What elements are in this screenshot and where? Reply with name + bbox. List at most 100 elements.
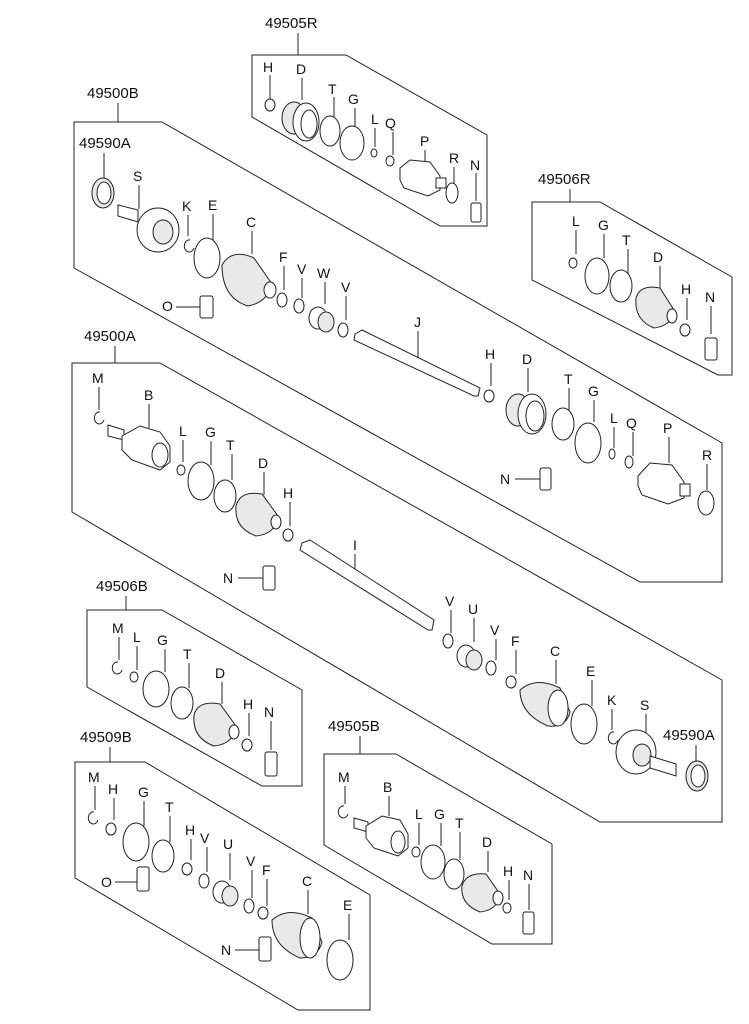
part-label-L[interactable]: L <box>371 111 379 127</box>
part-label-V6[interactable]: V <box>200 830 210 846</box>
outer-joint-S4[interactable] <box>615 729 677 777</box>
part-label-C[interactable]: C <box>246 214 256 230</box>
band-V2[interactable] <box>337 322 349 338</box>
band-T4[interactable] <box>213 479 237 513</box>
grease-N[interactable] <box>470 202 482 223</box>
part-label-K[interactable]: K <box>182 198 192 214</box>
band-V[interactable] <box>293 298 305 314</box>
part-label-D2[interactable]: D <box>522 351 532 367</box>
part-label-J[interactable]: J <box>414 314 421 330</box>
boot-C4[interactable] <box>519 682 571 727</box>
outer-joint-S[interactable] <box>117 204 180 253</box>
band-H4[interactable] <box>282 528 294 542</box>
part-label-E6[interactable]: E <box>343 897 352 913</box>
boot-D[interactable] <box>281 101 320 142</box>
part-label-M6[interactable]: M <box>88 769 100 785</box>
circlip-L[interactable] <box>370 148 378 158</box>
grease-N3[interactable] <box>704 337 718 361</box>
part-label-E[interactable]: E <box>208 197 217 213</box>
part-label-T3[interactable]: T <box>622 232 631 248</box>
grease-O6[interactable] <box>136 866 150 892</box>
part-label-H[interactable]: H <box>263 59 273 75</box>
part-label-D4[interactable]: D <box>258 455 268 471</box>
grease-N4[interactable] <box>262 565 276 591</box>
band-T5[interactable] <box>170 686 194 720</box>
part-label-L3[interactable]: L <box>572 213 580 229</box>
group-label-49505B[interactable]: 49505B <box>328 718 380 735</box>
group-label-49500A[interactable]: 49500A <box>84 328 136 345</box>
grease-N2[interactable] <box>539 467 552 491</box>
part-label-M5[interactable]: M <box>112 620 124 636</box>
part-label-O6[interactable]: O <box>101 874 112 890</box>
band-V4[interactable] <box>442 633 454 649</box>
band-H2[interactable] <box>483 389 495 403</box>
part-label-V4[interactable]: V <box>445 593 455 609</box>
circlip-M6[interactable] <box>87 811 99 825</box>
grease-O[interactable] <box>199 295 214 319</box>
part-label-H6[interactable]: H <box>108 781 118 797</box>
band-G4[interactable] <box>187 461 215 501</box>
part-label-T2[interactable]: T <box>564 371 573 387</box>
part-label-D[interactable]: D <box>296 61 306 77</box>
circlip-Q2[interactable] <box>624 455 634 469</box>
shaft-J[interactable] <box>353 329 481 397</box>
part-label-N[interactable]: N <box>470 157 480 173</box>
part-label-H2[interactable]: H <box>485 346 495 362</box>
inner-joint-P[interactable] <box>399 159 447 197</box>
inner-joint-B[interactable] <box>107 424 171 471</box>
band-G6[interactable] <box>122 822 150 862</box>
band-T3[interactable] <box>609 269 633 303</box>
part-label-V2[interactable]: V <box>341 279 351 295</box>
part-label-I[interactable]: I <box>353 537 357 553</box>
boot-D4[interactable] <box>235 492 282 537</box>
part-label-F4[interactable]: F <box>511 633 520 649</box>
part-label-G7[interactable]: G <box>434 806 445 822</box>
circlip-K[interactable] <box>183 239 195 253</box>
part-label-W[interactable]: W <box>317 265 331 281</box>
part-label-C4[interactable]: C <box>550 643 560 659</box>
part-label-N6[interactable]: N <box>221 942 231 958</box>
seal-R[interactable] <box>445 182 459 204</box>
part-label-L5[interactable]: L <box>133 629 141 645</box>
circlip-K4[interactable] <box>607 731 619 745</box>
grease-N5[interactable] <box>264 751 278 777</box>
band-H5[interactable] <box>241 738 253 752</box>
part-label-N3[interactable]: N <box>705 289 715 305</box>
part-label-U[interactable]: U <box>468 601 478 617</box>
band-T[interactable] <box>319 115 341 147</box>
group-label-49590A-a[interactable]: 49590A <box>663 727 715 744</box>
part-label-T5[interactable]: T <box>183 646 192 662</box>
part-label-H8[interactable]: H <box>503 863 513 879</box>
band-E4[interactable] <box>570 703 598 745</box>
part-label-R[interactable]: R <box>449 150 459 166</box>
circlip-Q[interactable] <box>385 155 395 167</box>
part-label-H5[interactable]: H <box>243 696 253 712</box>
group-label-49505R[interactable]: 49505R <box>265 15 318 32</box>
part-label-U6[interactable]: U <box>223 836 233 852</box>
boot-C[interactable] <box>221 253 277 307</box>
part-label-O[interactable]: O <box>162 298 173 314</box>
part-label-P2[interactable]: P <box>663 420 672 436</box>
part-label-M7[interactable]: M <box>338 769 350 785</box>
damper-U[interactable] <box>456 644 483 671</box>
part-label-G5[interactable]: G <box>157 632 168 648</box>
part-label-V7[interactable]: V <box>246 853 256 869</box>
part-label-V[interactable]: V <box>297 261 307 277</box>
part-label-N4[interactable]: N <box>223 570 233 586</box>
part-label-G6[interactable]: G <box>138 784 149 800</box>
band-H8[interactable] <box>502 902 512 914</box>
part-label-N5[interactable]: N <box>264 704 274 720</box>
band-T2[interactable] <box>551 407 575 441</box>
part-label-G3[interactable]: G <box>598 217 609 233</box>
part-label-M[interactable]: M <box>92 370 104 386</box>
inner-joint-P2[interactable] <box>637 462 691 505</box>
part-label-G[interactable]: G <box>348 91 359 107</box>
part-label-L7[interactable]: L <box>415 806 423 822</box>
part-label-R2[interactable]: R <box>702 447 712 463</box>
band-H[interactable] <box>264 98 276 112</box>
part-label-Q[interactable]: Q <box>385 115 396 131</box>
part-label-T7[interactable]: T <box>455 815 464 831</box>
part-label-D7[interactable]: D <box>482 834 492 850</box>
part-label-N2[interactable]: N <box>500 471 510 487</box>
part-label-V5[interactable]: V <box>490 622 500 638</box>
